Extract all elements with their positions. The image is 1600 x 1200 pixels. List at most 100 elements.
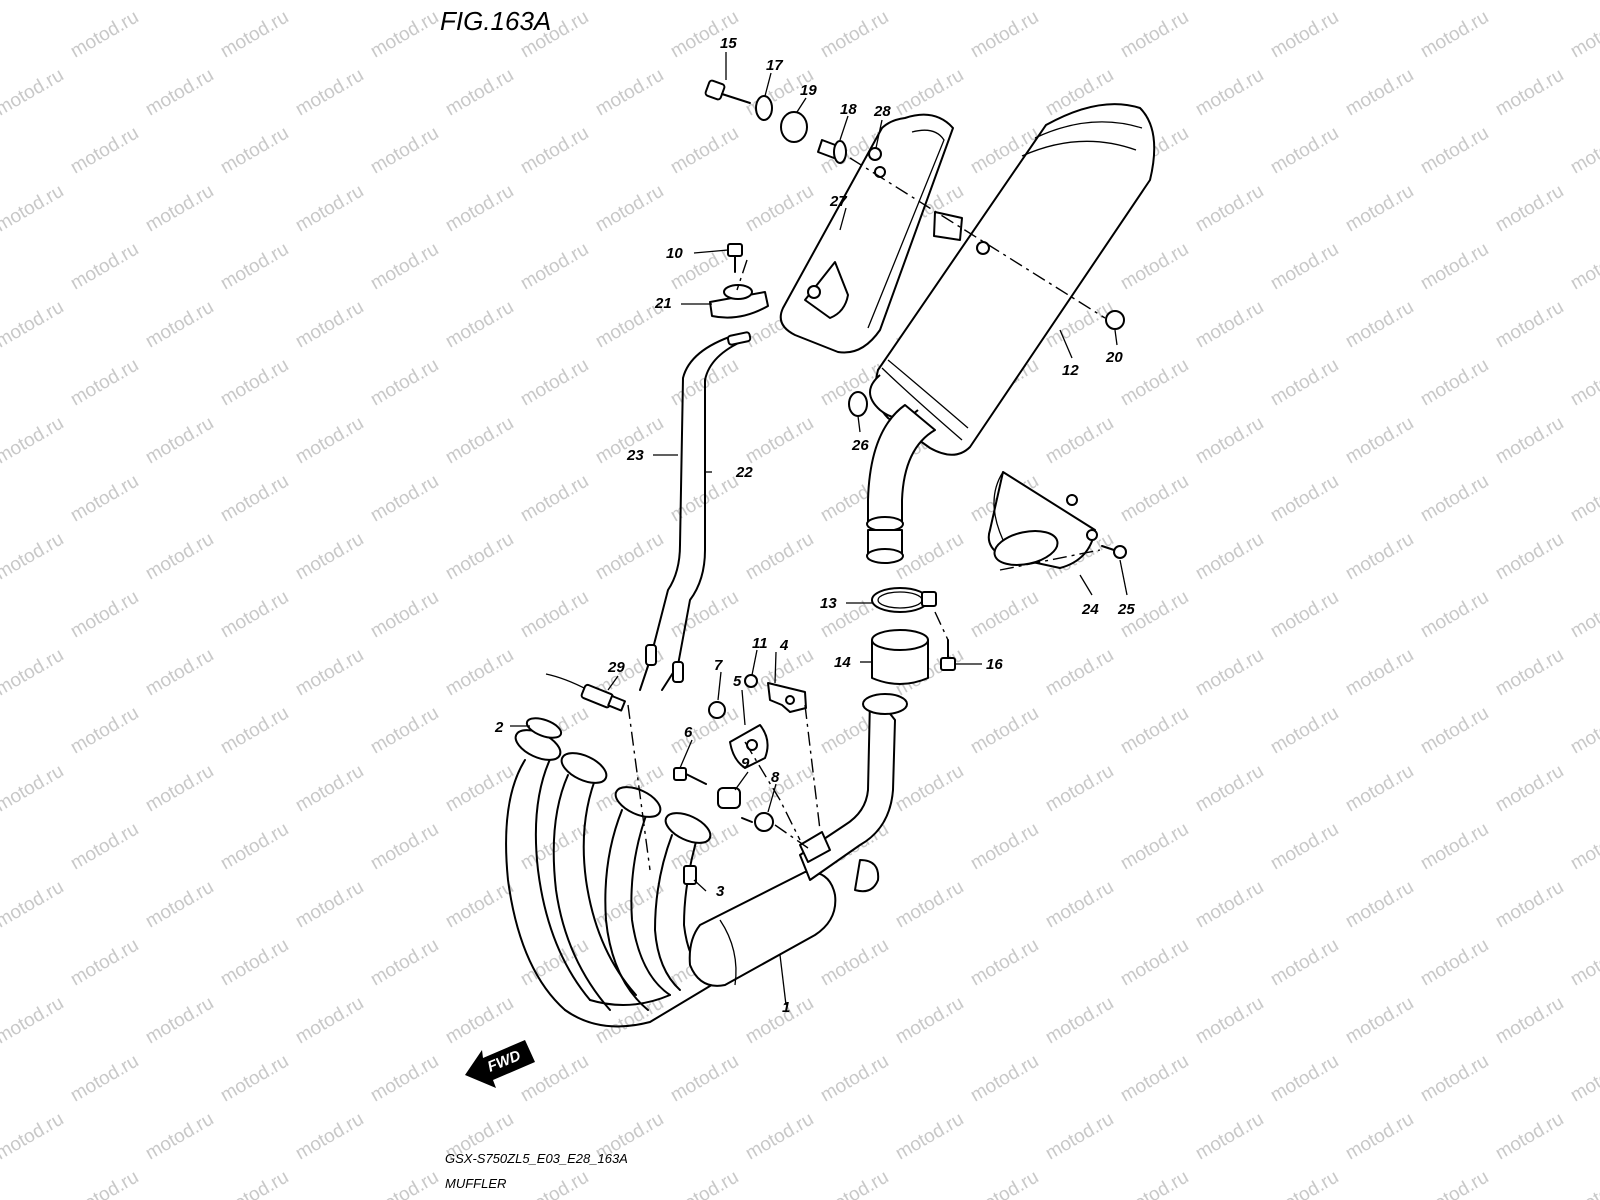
- watermark-text: motod.ru: [292, 993, 367, 1049]
- watermark-text: motod.ru: [217, 7, 292, 63]
- watermark-text: motod.ru: [1117, 703, 1192, 759]
- nut-20[interactable]: [1105, 310, 1125, 330]
- bracket-4[interactable]: [767, 682, 807, 713]
- watermark-text: motod.ru: [1417, 7, 1492, 63]
- bolt-8[interactable]: [741, 812, 774, 832]
- watermark-text: motod.ru: [1342, 0, 1417, 4]
- callout-20: 20: [1105, 349, 1123, 366]
- watermark-text: motod.ru: [892, 761, 967, 817]
- watermark-text: motod.ru: [217, 355, 292, 411]
- watermark-text: motod.ru: [1417, 239, 1492, 295]
- watermark-text: motod.ru: [142, 529, 217, 585]
- watermark-text: motod.ru: [67, 123, 142, 179]
- bolt-15[interactable]: [704, 79, 751, 104]
- watermark-text: motod.ru: [1567, 123, 1600, 179]
- watermark-text: motod.ru: [1267, 703, 1342, 759]
- watermark-text: motod.ru: [1342, 877, 1417, 933]
- watermark-text: motod.ru: [1192, 877, 1267, 933]
- watermark-text: motod.ru: [1342, 65, 1417, 121]
- oxygen-sensor[interactable]: [545, 673, 626, 712]
- callout-12: 12: [1062, 362, 1079, 379]
- watermark-text: motod.ru: [967, 935, 1042, 991]
- watermark-text: motod.ru: [517, 123, 592, 179]
- watermark-text: motod.ru: [142, 761, 217, 817]
- clamp[interactable]: [871, 587, 937, 613]
- watermark-text: motod.ru: [1042, 645, 1117, 701]
- watermark-text: motod.ru: [892, 993, 967, 1049]
- watermark-text: motod.ru: [142, 413, 217, 469]
- watermark-text: motod.ru: [217, 819, 292, 875]
- bolt-25[interactable]: [1101, 545, 1127, 559]
- nut-7[interactable]: [708, 701, 726, 719]
- watermark-text: motod.ru: [517, 935, 592, 991]
- watermark-text: motod.ru: [0, 529, 67, 585]
- watermark-text: motod.ru: [217, 703, 292, 759]
- watermark-text: motod.ru: [1492, 877, 1567, 933]
- callout-27: 27: [829, 193, 847, 210]
- nut-11[interactable]: [744, 674, 758, 688]
- watermark-text: motod.ru: [1342, 1109, 1417, 1165]
- watermark-text: motod.ru: [367, 1167, 442, 1200]
- watermark-text: motod.ru: [592, 65, 667, 121]
- watermark-text: motod.ru: [67, 819, 142, 875]
- bolt-28[interactable]: [868, 147, 882, 161]
- watermark-text: motod.ru: [1267, 1167, 1342, 1200]
- watermark-text: motod.ru: [817, 935, 892, 991]
- watermark-text: motod.ru: [0, 181, 67, 237]
- watermark-text: motod.ru: [517, 239, 592, 295]
- watermark-text: motod.ru: [0, 297, 67, 353]
- watermark-text: motod.ru: [0, 0, 67, 4]
- watermark-text: motod.ru: [1342, 993, 1417, 1049]
- watermark-text: motod.ru: [1042, 993, 1117, 1049]
- bush-19[interactable]: [780, 111, 808, 143]
- exhaust-pipe-assy[interactable]: [505, 693, 908, 1028]
- callout-11: 11: [752, 635, 768, 652]
- watermark-text: motod.ru: [1492, 0, 1567, 4]
- collar-9[interactable]: [717, 787, 741, 809]
- end-cap[interactable]: [987, 471, 1098, 570]
- watermark-text: motod.ru: [142, 645, 217, 701]
- watermark-text: motod.ru: [967, 1051, 1042, 1107]
- watermark-text: motod.ru: [67, 239, 142, 295]
- watermark-text: motod.ru: [292, 297, 367, 353]
- bolt-3[interactable]: [683, 865, 697, 885]
- watermark-text: motod.ru: [892, 877, 967, 933]
- callout-3: 3: [716, 883, 725, 900]
- watermark-text: motod.ru: [1267, 239, 1342, 295]
- gasket-2[interactable]: [524, 714, 563, 741]
- callout-1: 1: [782, 999, 790, 1016]
- watermark-text: motod.ru: [742, 0, 817, 4]
- watermark-text: motod.ru: [1117, 471, 1192, 527]
- bolt-6[interactable]: [673, 767, 707, 785]
- mount-21[interactable]: [709, 284, 769, 319]
- watermark-text: motod.ru: [1042, 877, 1117, 933]
- watermark-text: motod.ru: [442, 761, 517, 817]
- callout-18: 18: [840, 101, 857, 118]
- watermark-text: motod.ru: [892, 0, 967, 4]
- watermark-text: motod.ru: [67, 471, 142, 527]
- watermark-text: motod.ru: [1492, 645, 1567, 701]
- mid-pipe[interactable]: [866, 404, 936, 564]
- watermark-text: motod.ru: [1567, 7, 1600, 63]
- watermark-text: motod.ru: [1492, 413, 1567, 469]
- watermark-text: motod.ru: [1042, 761, 1117, 817]
- watermark-text: motod.ru: [892, 65, 967, 121]
- callout-2: 2: [494, 719, 504, 736]
- watermark-text: motod.ru: [442, 993, 517, 1049]
- heat-shield[interactable]: [779, 113, 954, 354]
- washer-17[interactable]: [755, 95, 773, 121]
- watermark-text: motod.ru: [442, 65, 517, 121]
- cable-22[interactable]: [661, 339, 746, 691]
- watermark-text: motod.ru: [67, 587, 142, 643]
- gasket-26[interactable]: [848, 391, 868, 417]
- watermark-text: motod.ru: [517, 355, 592, 411]
- callout-29: 29: [607, 659, 625, 676]
- collar-18[interactable]: [817, 139, 847, 164]
- watermark-text: motod.ru: [1042, 0, 1117, 4]
- cable-23[interactable]: [639, 334, 736, 691]
- watermark-text: motod.ru: [1117, 1167, 1192, 1200]
- watermark-text: motod.ru: [1042, 413, 1117, 469]
- connector[interactable]: [871, 629, 929, 685]
- watermark-text: motod.ru: [517, 471, 592, 527]
- watermark-text: motod.ru: [1492, 181, 1567, 237]
